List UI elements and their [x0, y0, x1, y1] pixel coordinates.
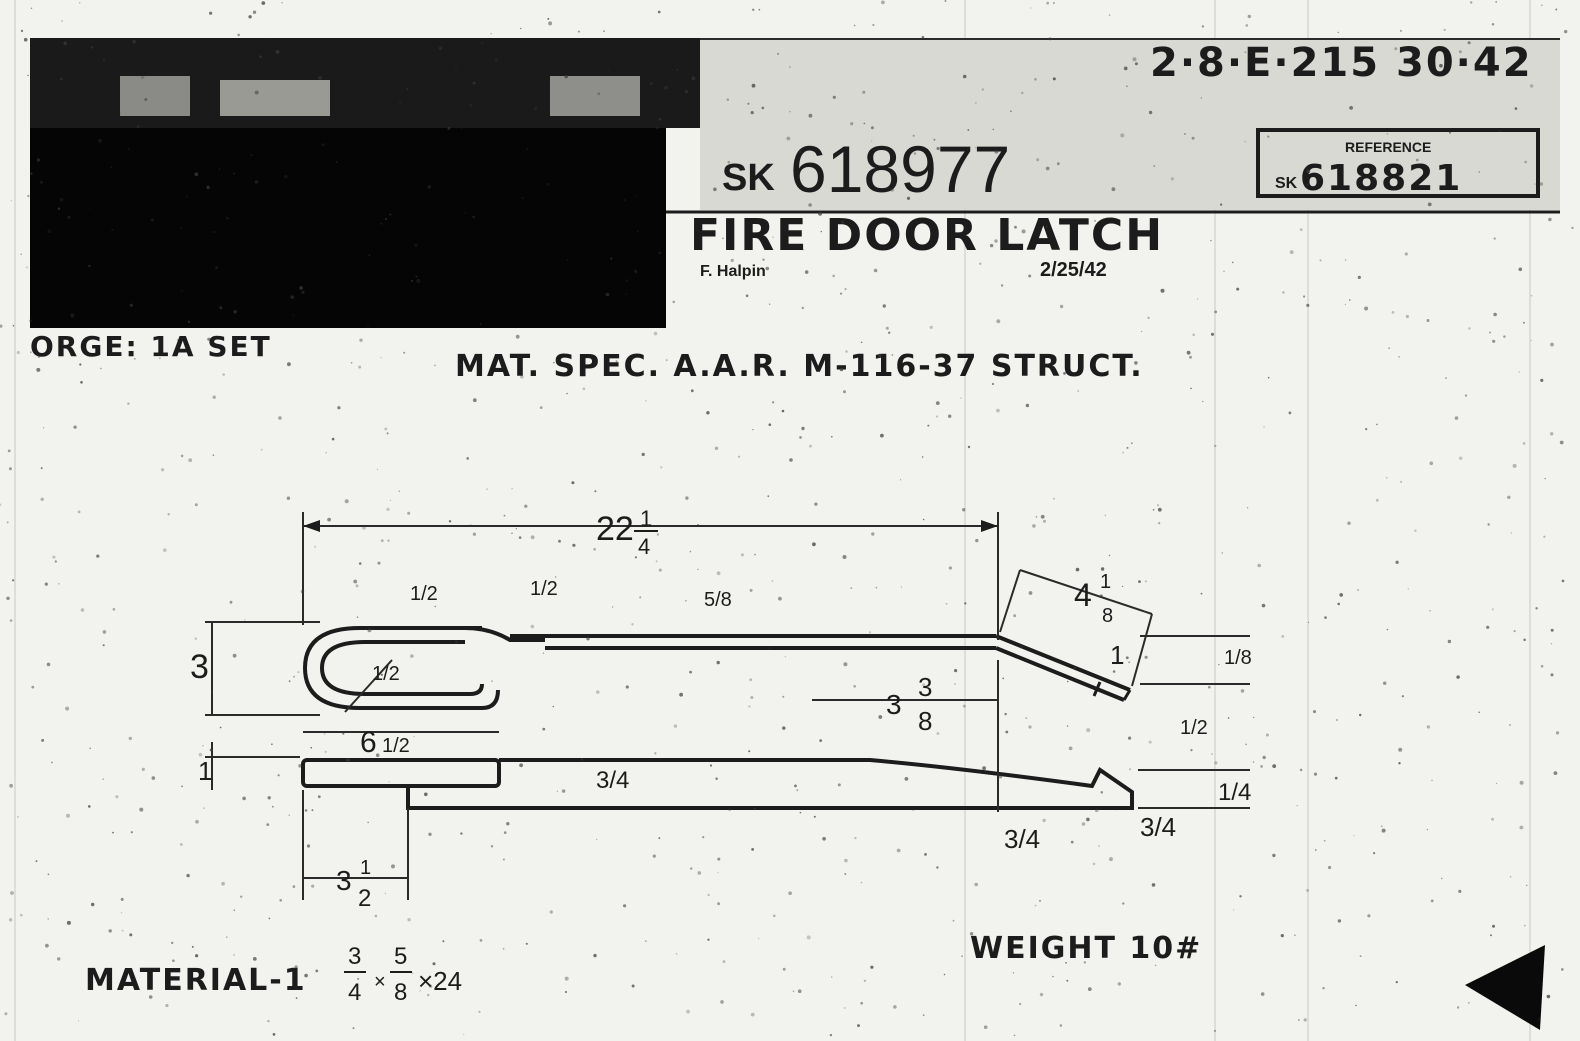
header-window-3 — [550, 76, 640, 116]
tip-length-whole: 4 — [1074, 577, 1092, 613]
hook-width-b: 3/4 — [1140, 812, 1176, 842]
tip-length-ext-right — [1131, 613, 1153, 687]
top-code: 2·8·E·215 30·42 — [1150, 40, 1533, 86]
tip-length-num: 1 — [1100, 571, 1111, 593]
part-title: FIRE DOOR LATCH — [690, 210, 1164, 261]
tip-slot-mark — [1092, 681, 1102, 697]
tip-bottom-edge — [995, 646, 1125, 702]
taper-length-whole: 3 — [886, 689, 902, 720]
corner-mark — [1465, 945, 1545, 1030]
eye-neck — [464, 626, 545, 642]
overall-length-den: 4 — [638, 534, 650, 559]
eye-radius-label: 1/2 — [372, 663, 400, 685]
bar-thickness-label: 5/8 — [704, 589, 732, 611]
eye-radius-leader — [344, 659, 393, 713]
material-prefix: MATERIAL-1 — [85, 963, 307, 998]
drawn-by: F. Halpin — [700, 263, 766, 280]
forge-note: ORGE: 1A SET — [30, 330, 272, 363]
reference-label: REFERENCE — [1345, 139, 1431, 155]
material-thick-den: 8 — [394, 979, 407, 1006]
eye-loop-inner — [319, 640, 484, 696]
overall-length-whole: 22 — [596, 510, 634, 548]
arrow-left — [303, 520, 320, 532]
step-offset-num: 1 — [360, 857, 371, 879]
side-taper-label: 3/4 — [596, 767, 629, 794]
drawing-number: 618977 — [790, 132, 1010, 206]
weight-note: WEIGHT 10# — [970, 931, 1202, 966]
material-spec-note: MAT. SPEC. A.A.R. M-116-37 STRUCT. — [455, 349, 1144, 384]
drawing-number-prefix: SK — [722, 157, 775, 199]
reference-box: REFERENCE SK 618821 — [1256, 128, 1540, 199]
tip-length-ext-left — [999, 569, 1021, 633]
side-eye-block — [301, 758, 501, 788]
reference-number: 618821 — [1300, 158, 1462, 199]
taper-length-num: 3 — [918, 672, 932, 702]
dimension-lines — [205, 512, 1250, 900]
taper-length-den: 8 — [918, 706, 932, 736]
header-window-1 — [120, 76, 190, 116]
reference-prefix: SK — [1275, 175, 1298, 192]
tip-length-den: 8 — [1102, 605, 1113, 627]
drawing-date: 2/25/42 — [1040, 259, 1107, 281]
bar-thickness-mid: 1/2 — [530, 578, 558, 600]
tip-offset-label: 1/2 — [1180, 717, 1208, 739]
bar-thickness-left: 1/2 — [410, 583, 438, 605]
hook-width-a: 3/4 — [1004, 824, 1040, 854]
tip-rise-label: 1/8 — [1224, 647, 1252, 669]
eye-loop-outer — [302, 626, 500, 710]
eye-width-whole: 6 — [360, 726, 377, 759]
dimension-labels: 22 1 4 3 6 1/2 1/2 1/2 1/2 5/8 4 1 8 1 1… — [190, 506, 1252, 912]
material-width-num: 3 — [348, 943, 361, 970]
latch-side-view — [301, 758, 1134, 810]
hook-depth-label: 1/4 — [1218, 779, 1251, 806]
tip-end — [1122, 689, 1132, 701]
title-block: 2·8·E·215 30·42 SK 618977 REFERENCE SK 6… — [30, 38, 1560, 328]
redaction-block — [30, 128, 666, 328]
header-window-2 — [220, 80, 330, 116]
tip-slot-label: 1 — [1110, 640, 1124, 670]
eye-width-frac: 1/2 — [382, 735, 410, 757]
step-offset-whole: 3 — [336, 865, 352, 896]
material-times: × — [374, 971, 386, 993]
tip-top-edge — [995, 634, 1131, 692]
side-thickness-label: 1 — [198, 756, 212, 786]
material-thick-num: 5 — [394, 943, 407, 970]
material-length: ×24 — [418, 966, 462, 996]
material-width-den: 4 — [348, 979, 361, 1006]
step-offset-den: 2 — [358, 885, 371, 912]
latch-plan-view — [302, 626, 1132, 713]
tip-length-line — [1019, 569, 1153, 615]
arrow-right — [981, 520, 998, 532]
material-note: MATERIAL-1 3 4 × 5 8 ×24 — [85, 943, 462, 1006]
overall-length-num: 1 — [640, 506, 652, 531]
header-band-light — [700, 40, 1560, 210]
eye-height-label: 3 — [190, 648, 209, 686]
side-bar-profile — [406, 758, 1134, 810]
